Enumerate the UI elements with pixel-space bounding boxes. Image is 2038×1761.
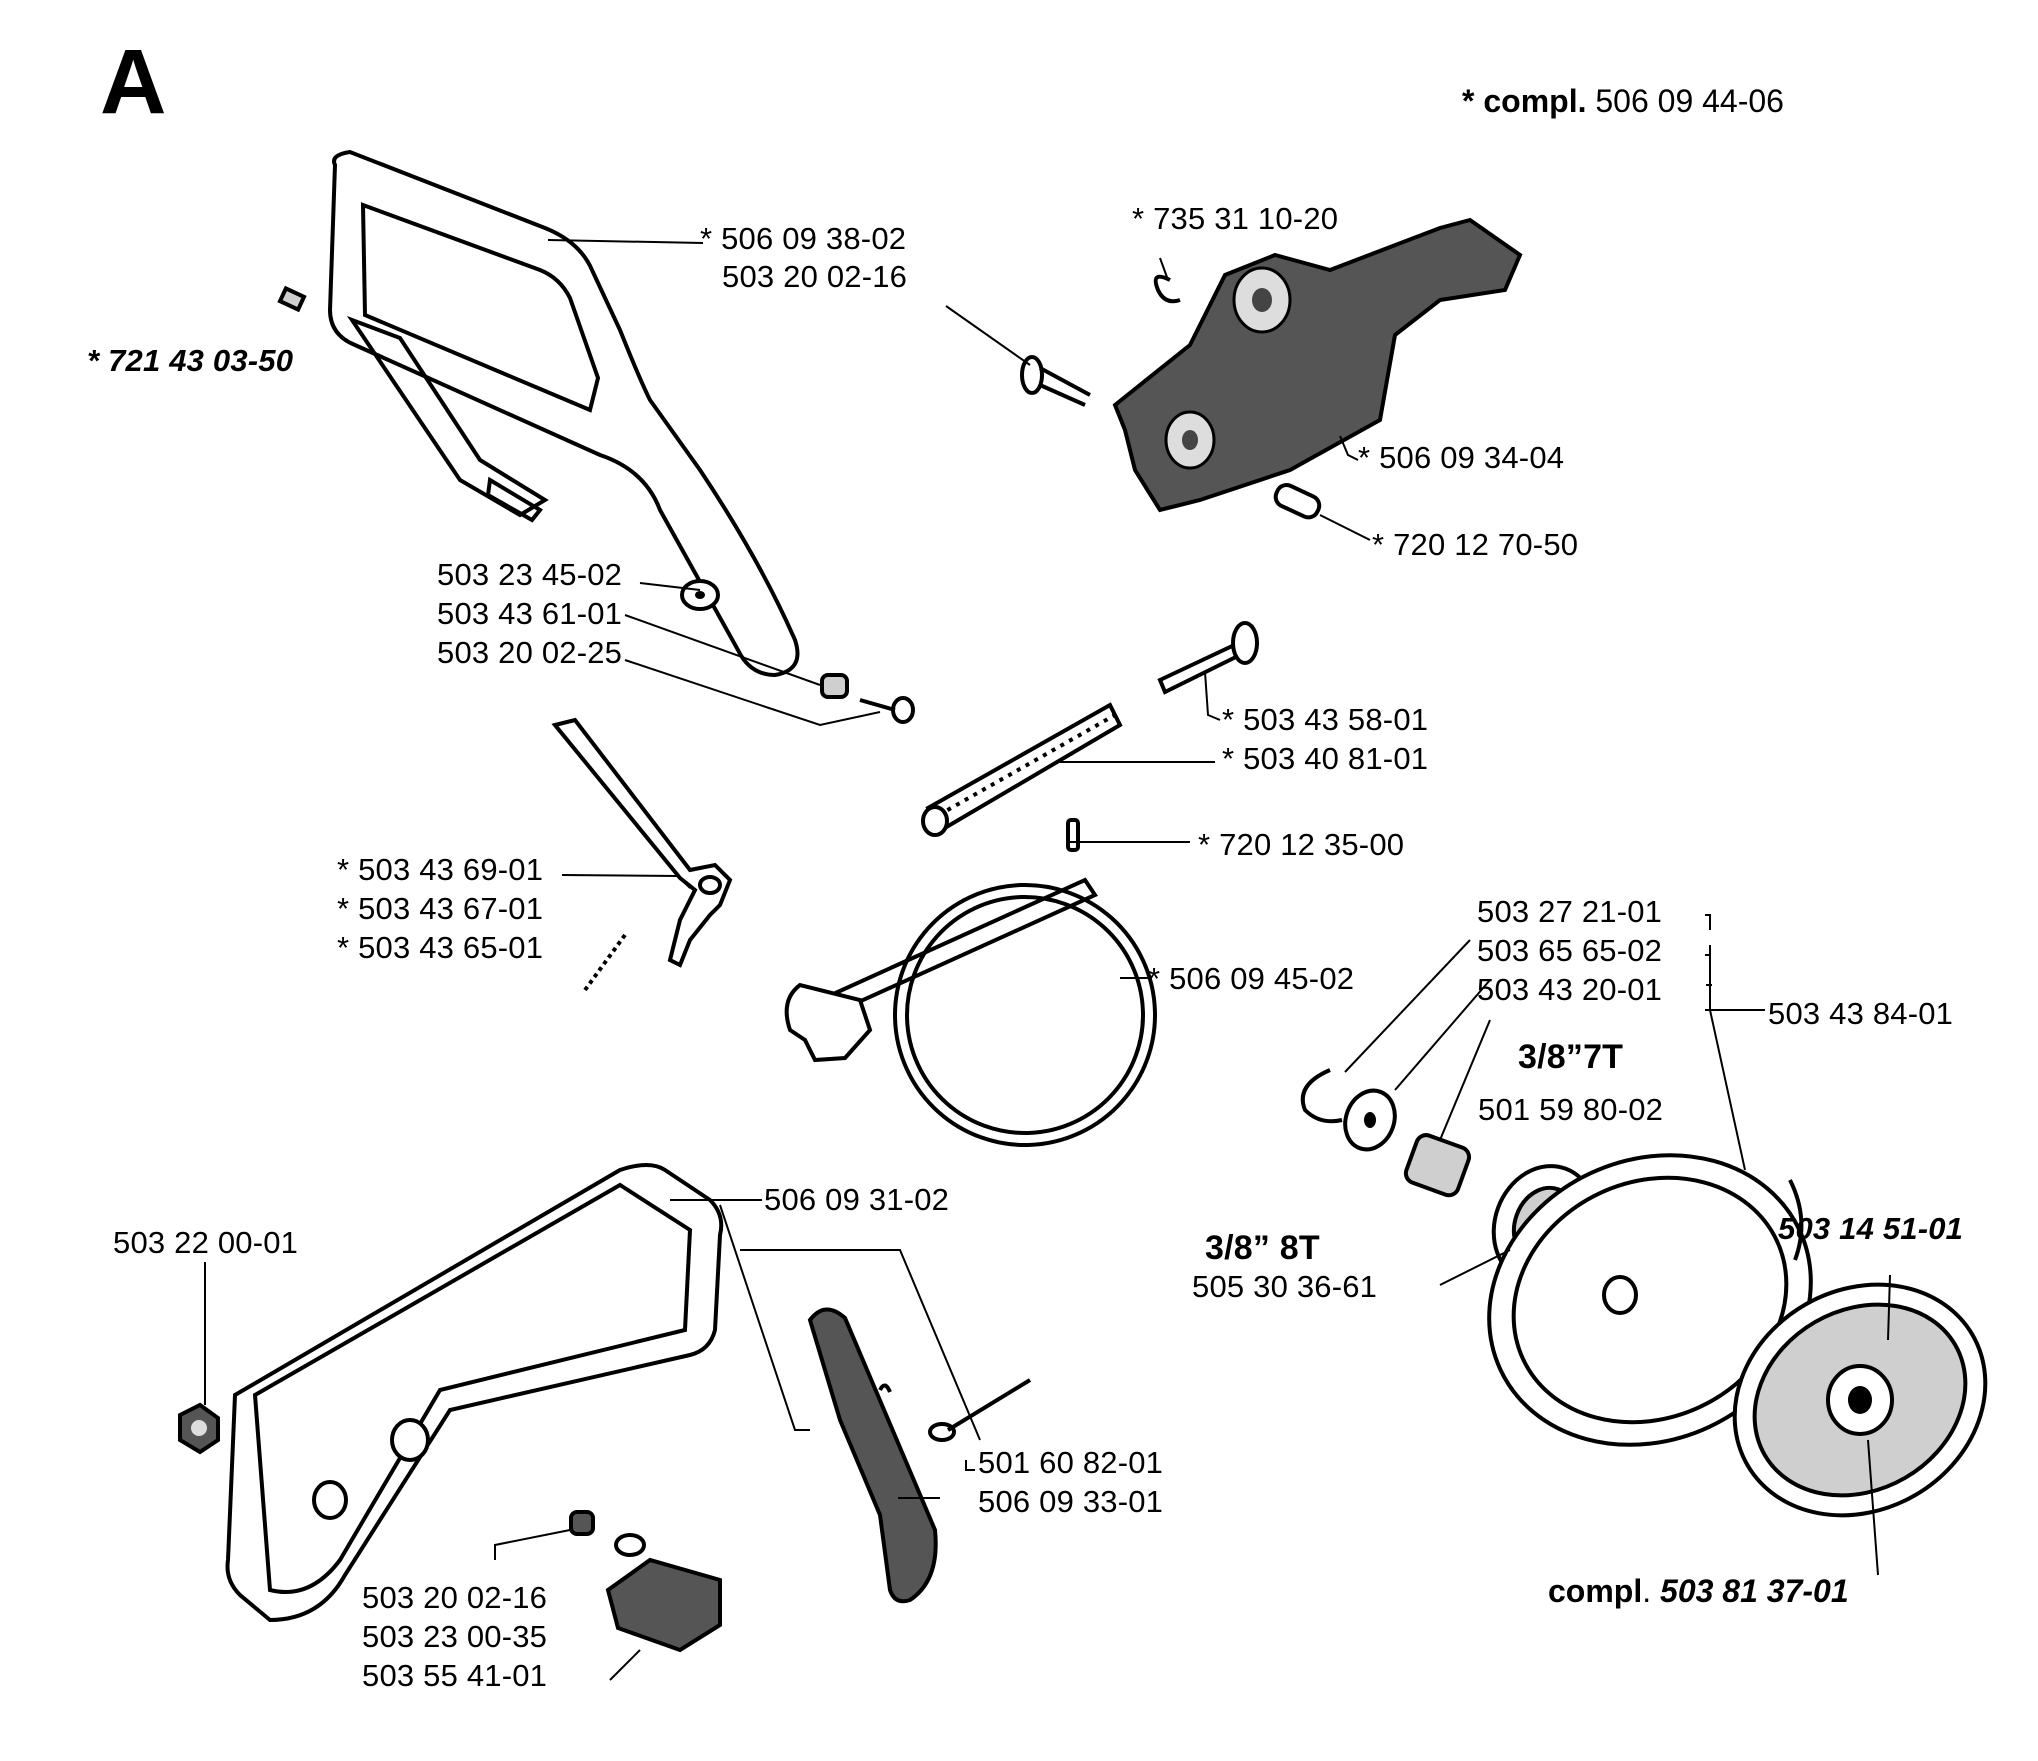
clutch-note: compl. 503 81 37-01 xyxy=(1548,1574,1849,1608)
label-brake-housing: * 506 09 34-04 xyxy=(1358,441,1564,475)
leader-lines xyxy=(204,239,1891,1681)
label-catcher-group-line2: 506 09 33-01 xyxy=(978,1484,1164,1519)
label-nut: 503 22 00-01 xyxy=(113,1225,299,1260)
brake-pin-drawing xyxy=(1157,621,1259,695)
screw-drawing xyxy=(1020,355,1091,407)
brake-lever-drawing xyxy=(551,717,733,968)
label-roll-pin: * 720 12 35-00 xyxy=(1198,828,1404,862)
label-brake-band: * 506 09 45-02 xyxy=(1148,962,1354,996)
front-handguard-drawing xyxy=(327,149,800,678)
clutch-note-dot: . xyxy=(1642,1573,1652,1609)
clutch-drum-drawing xyxy=(1487,1153,1813,1447)
clutch-note-number: 503 81 37-01 xyxy=(1660,1573,1849,1609)
label-catcher-group-line1: 501 60 82-01 xyxy=(978,1445,1164,1480)
label-sleeve: * 720 12 70-50 xyxy=(1372,528,1578,562)
label-pin-left: * 721 43 03-50 xyxy=(87,343,294,378)
pin-left-drawing xyxy=(277,285,307,313)
label-drum-kit: 503 43 84-01 xyxy=(1768,996,1954,1031)
clutch-note-word: compl xyxy=(1548,1573,1643,1609)
label-retaining-ring: * 735 31 10-20 xyxy=(1132,202,1338,236)
label-washer-group-line2: 503 43 61-01 xyxy=(437,596,623,631)
brake-band-drawing xyxy=(784,877,1157,1147)
label-brake-spring-star: * xyxy=(1222,741,1235,776)
assembly-note-word: compl. xyxy=(1483,83,1587,119)
label-brake-band-star: * xyxy=(1148,961,1161,996)
label-handguard-line1: 506 09 38-02 xyxy=(721,221,907,256)
label-brake-pin-star: * xyxy=(1222,702,1235,737)
label-retaining-ring-number: 735 31 10-20 xyxy=(1153,201,1339,236)
label-sprocket-8t-size: 3/8” 8T xyxy=(1205,1229,1320,1267)
label-drum-group-line2: 503 65 65-02 xyxy=(1477,933,1663,968)
nut-drawing xyxy=(178,1402,220,1455)
label-sprocket-8t-number: 505 30 36-61 xyxy=(1192,1269,1378,1304)
label-bolt-group-line1: 503 20 02-16 xyxy=(362,1580,548,1615)
label-brake-pin: * 503 43 58-01 xyxy=(1222,703,1428,737)
chain-catcher-drawing xyxy=(807,1307,938,1604)
sleeve-drawing xyxy=(1273,483,1322,520)
label-brake-band-number: 506 09 45-02 xyxy=(1169,961,1355,996)
retaining-ring-drawing xyxy=(1153,274,1181,304)
bolt-plate-drawing xyxy=(569,1510,722,1653)
drum-parts-drawing xyxy=(1300,1068,1472,1198)
brake-spring-drawing xyxy=(921,702,1123,837)
label-sleeve-number: 720 12 70-50 xyxy=(1393,527,1579,562)
label-lever-group-line3: * 503 43 65-01 xyxy=(337,930,544,965)
label-bolt-group-line2: 503 23 00-35 xyxy=(362,1619,548,1654)
label-brake-spring: * 503 40 81-01 xyxy=(1222,742,1428,776)
label-brake-housing-number: 506 09 34-04 xyxy=(1379,440,1565,475)
label-sprocket-7t-size: 3/8”7T xyxy=(1518,1038,1624,1076)
chain-cover-drawing xyxy=(225,1163,724,1623)
assembly-note-asterisk: * xyxy=(1462,83,1475,119)
label-handguard-star: * xyxy=(700,221,713,256)
roll-pin-drawing xyxy=(1066,818,1080,852)
label-roll-pin-number: 720 12 35-00 xyxy=(1219,827,1405,862)
label-washer-group-line3: 503 20 02-25 xyxy=(437,635,623,670)
section-letter: A xyxy=(100,31,167,133)
label-roll-pin-star: * xyxy=(1198,827,1211,862)
label-lever-group-line1: * 503 43 69-01 xyxy=(337,852,544,887)
label-brake-pin-number: 503 43 58-01 xyxy=(1243,702,1429,737)
label-sprocket-7t-number: 501 59 80-02 xyxy=(1478,1092,1664,1127)
label-sleeve-star: * xyxy=(1372,527,1385,562)
clutch-assembly-drawing xyxy=(1732,1282,1988,1518)
rivet-drawing xyxy=(928,1378,1032,1442)
label-washer-group-line1: 503 23 45-02 xyxy=(437,557,623,592)
label-brake-spring-number: 503 40 81-01 xyxy=(1243,741,1429,776)
label-bolt-group-line3: 503 55 41-01 xyxy=(362,1658,548,1693)
label-clutch-shoe: 503 14 51-01 xyxy=(1778,1211,1964,1246)
label-drum-group-line3: 503 43 20-01 xyxy=(1477,972,1663,1007)
washer-group-drawing xyxy=(680,579,915,724)
assembly-note: * compl. 506 09 44-06 xyxy=(1462,84,1784,118)
lever-spring-drawing xyxy=(583,933,627,992)
label-handguard: * 506 09 38-02 xyxy=(700,222,906,256)
label-brake-housing-star: * xyxy=(1358,440,1371,475)
label-retaining-ring-star: * xyxy=(1132,201,1145,236)
assembly-note-number: 506 09 44-06 xyxy=(1595,83,1784,119)
label-lever-group-line2: * 503 43 67-01 xyxy=(337,891,544,926)
label-drum-group-line1: 503 27 21-01 xyxy=(1477,894,1663,929)
brake-housing-drawing xyxy=(1112,217,1523,513)
label-chain-cover: 506 09 31-02 xyxy=(764,1182,950,1217)
label-handguard-line2: 503 20 02-16 xyxy=(722,259,908,294)
